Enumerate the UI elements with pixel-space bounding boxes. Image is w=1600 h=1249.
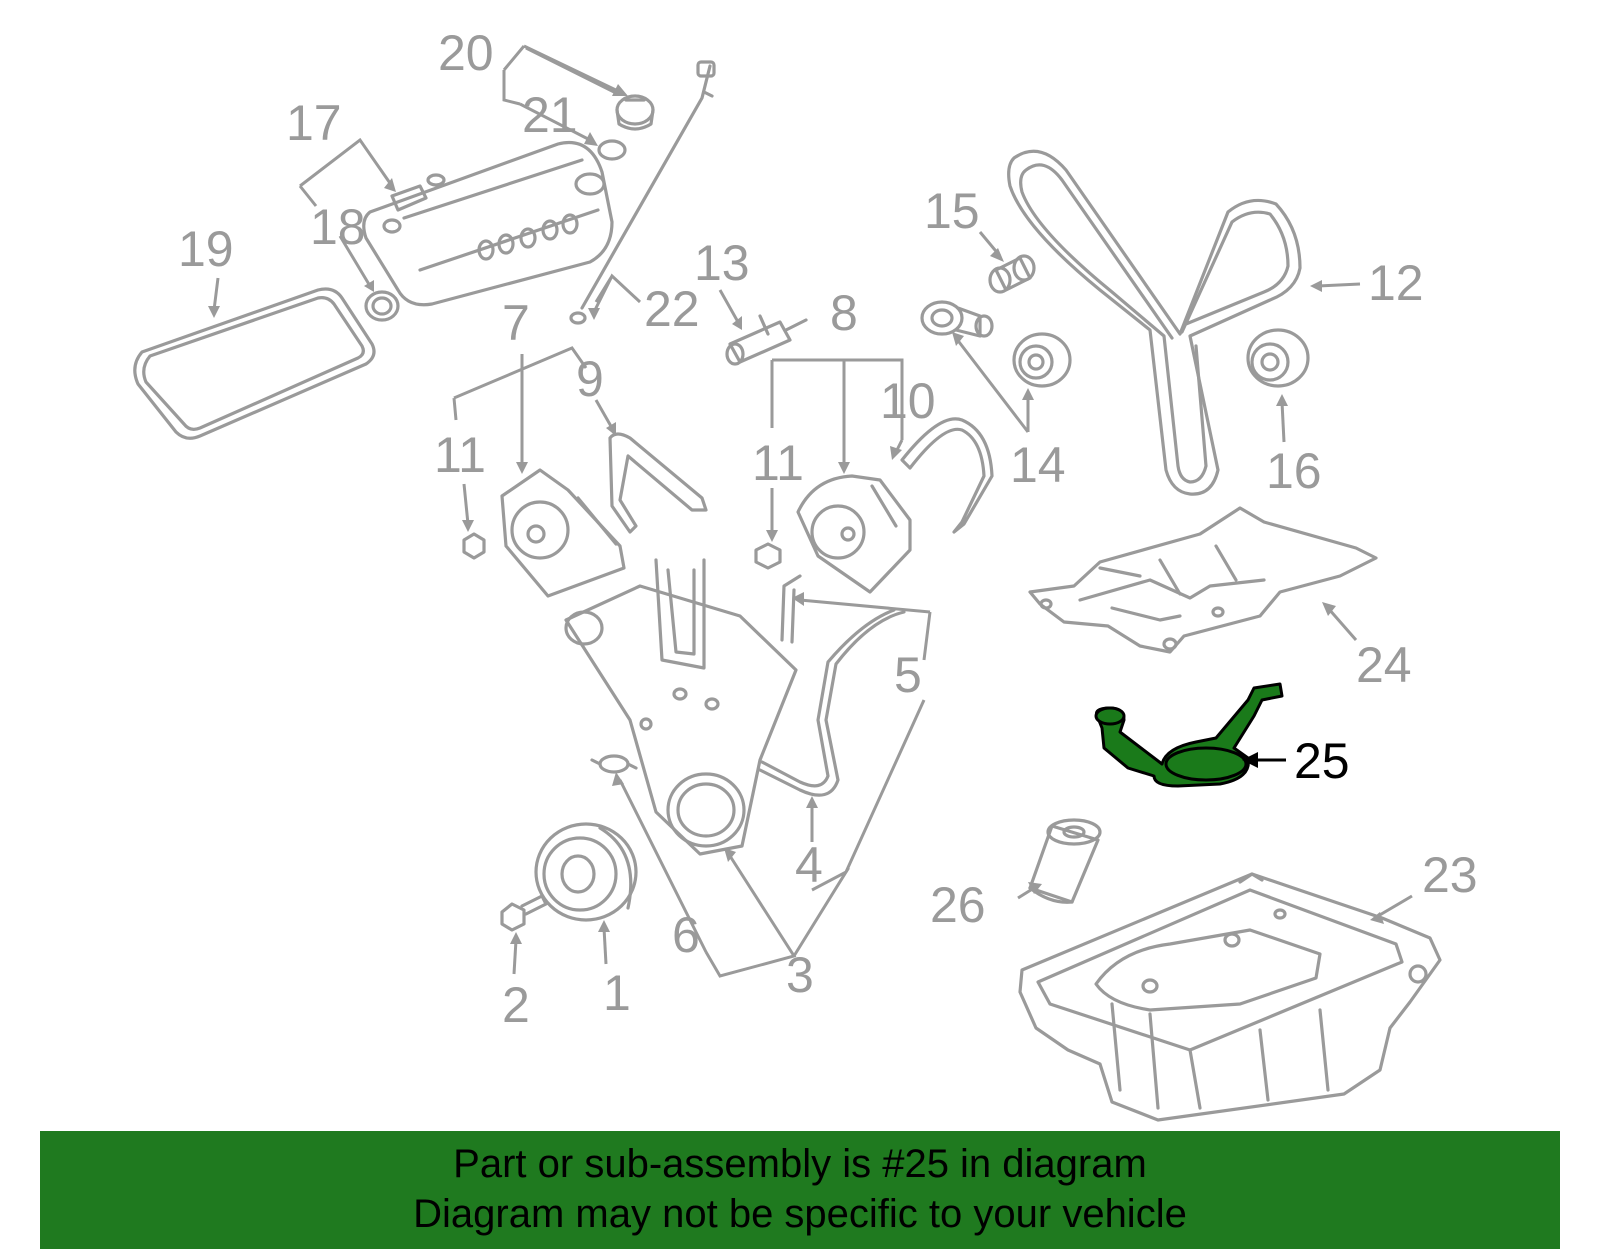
part-25-oil-pickup-highlighted: [1094, 682, 1284, 788]
part-lower-timing-cover: [564, 558, 798, 856]
callout-23: 23: [1422, 847, 1478, 903]
part-21-o-ring: [597, 139, 627, 161]
leader-arrowheads: [208, 84, 1384, 944]
callout-11-left: 11: [434, 427, 486, 483]
callout-22: 22: [644, 281, 700, 337]
part-8-upper-cover: [796, 474, 912, 594]
callout-21: 21: [522, 87, 578, 143]
leader-lines: [212, 44, 1413, 978]
callout-4: 4: [795, 837, 823, 893]
callout-3: 3: [786, 947, 814, 1003]
part-15-bushing: [988, 254, 1036, 294]
part-13-sensor: [725, 314, 808, 366]
part-17-valve-cover: [362, 141, 614, 307]
callout-19: 19: [178, 221, 234, 277]
callout-25-highlighted: 25: [1294, 733, 1350, 789]
callout-10: 10: [880, 373, 936, 429]
part-26-oil-filter: [1028, 818, 1102, 904]
exploded-parts-diagram: 1 2 3 4 5 6 7 8 9 10 11 11 12 13 14 15 1…: [133, 25, 1478, 1122]
part-24-baffle-plate: [1028, 506, 1378, 654]
callout-15: 15: [924, 183, 980, 239]
callout-6: 6: [672, 907, 700, 963]
part-7-upper-cover: [500, 468, 626, 598]
callout-8: 8: [830, 285, 858, 341]
callout-5: 5: [894, 647, 922, 703]
part-14-tensioner: [920, 300, 1072, 388]
callout-1: 1: [603, 965, 631, 1021]
callout-11-right: 11: [752, 435, 804, 491]
part-2-crank-bolt: [500, 894, 548, 932]
part-11-clip-left: [462, 532, 486, 560]
callout-7: 7: [502, 295, 530, 351]
part-1-crank-pulley: [534, 822, 638, 922]
callout-2: 2: [502, 977, 530, 1033]
part-19-gasket: [133, 287, 376, 440]
part-18-seal: [364, 290, 400, 322]
banner-line-part-number: Part or sub-assembly is #25 in diagram: [453, 1142, 1147, 1186]
part-5-cover-seal: [758, 574, 906, 797]
part-23-oil-pan: [1018, 872, 1442, 1122]
banner-line-disclaimer: Diagram may not be specific to your vehi…: [413, 1192, 1187, 1236]
callout-9: 9: [576, 351, 604, 407]
callout-16: 16: [1266, 443, 1322, 499]
callout-18: 18: [310, 199, 366, 255]
callout-14: 14: [1010, 437, 1066, 493]
part-9-seal: [608, 432, 708, 534]
callout-26: 26: [930, 877, 986, 933]
part-10-seal: [900, 417, 994, 534]
info-banner: Part or sub-assembly is #25 in diagram D…: [40, 1131, 1560, 1249]
callout-17: 17: [286, 95, 342, 151]
part-12-timing-belt: [1007, 149, 1302, 496]
part-22-dipstick: [569, 60, 716, 325]
callout-labels: 1 2 3 4 5 6 7 8 9 10 11 11 12 13 14 15 1…: [178, 25, 1478, 1033]
part-16-idler-pulley: [1246, 328, 1310, 388]
part-20-filler-cap: [615, 94, 655, 131]
callout-13: 13: [694, 235, 750, 291]
callout-24: 24: [1356, 637, 1412, 693]
leader-25: [1242, 752, 1286, 768]
callout-20: 20: [438, 25, 494, 81]
part-6-key: [590, 754, 638, 774]
part-11-clip-right: [754, 542, 782, 570]
callout-12: 12: [1368, 255, 1424, 311]
